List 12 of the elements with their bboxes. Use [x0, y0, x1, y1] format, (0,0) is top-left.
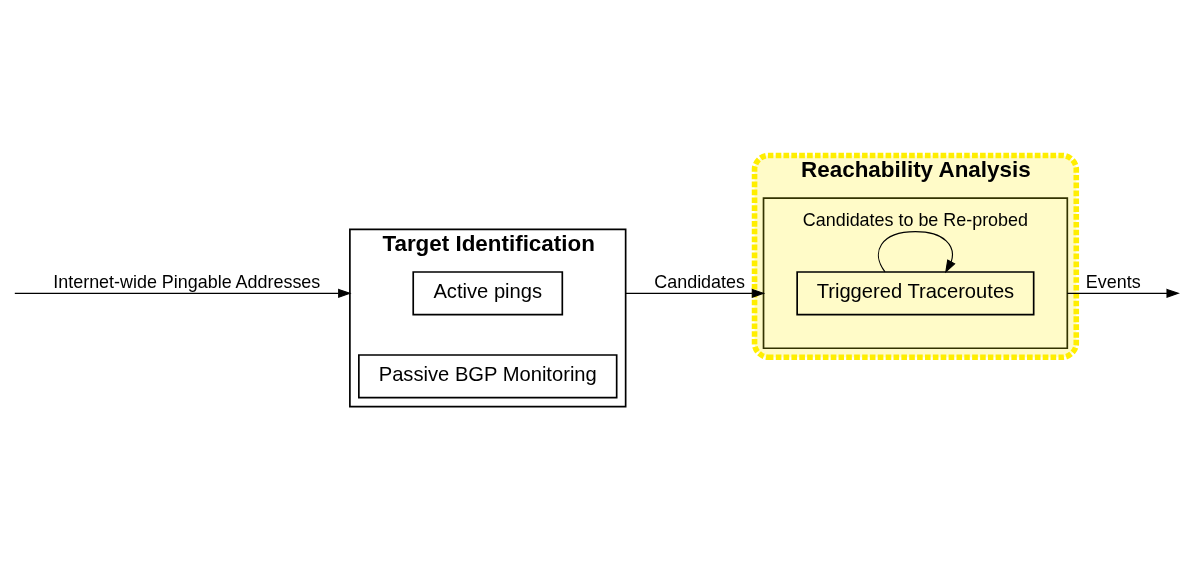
arrow — [1066, 288, 1180, 299]
edge-label: Candidates to be Re-probed — [802, 209, 1028, 230]
edge-label: Internet-wide Pingable Addresses — [53, 271, 321, 292]
cluster — [762, 197, 1069, 350]
edge-label: Candidates — [654, 271, 745, 292]
arrow — [877, 231, 956, 274]
edge-label: Events — [1085, 271, 1141, 292]
arrow — [14, 288, 352, 299]
node-box: Active pings — [412, 271, 564, 316]
node-box: Triggered Traceroutes — [796, 271, 1035, 316]
arrow — [625, 288, 766, 299]
node-box: Passive BGP Monitoring — [358, 354, 618, 399]
